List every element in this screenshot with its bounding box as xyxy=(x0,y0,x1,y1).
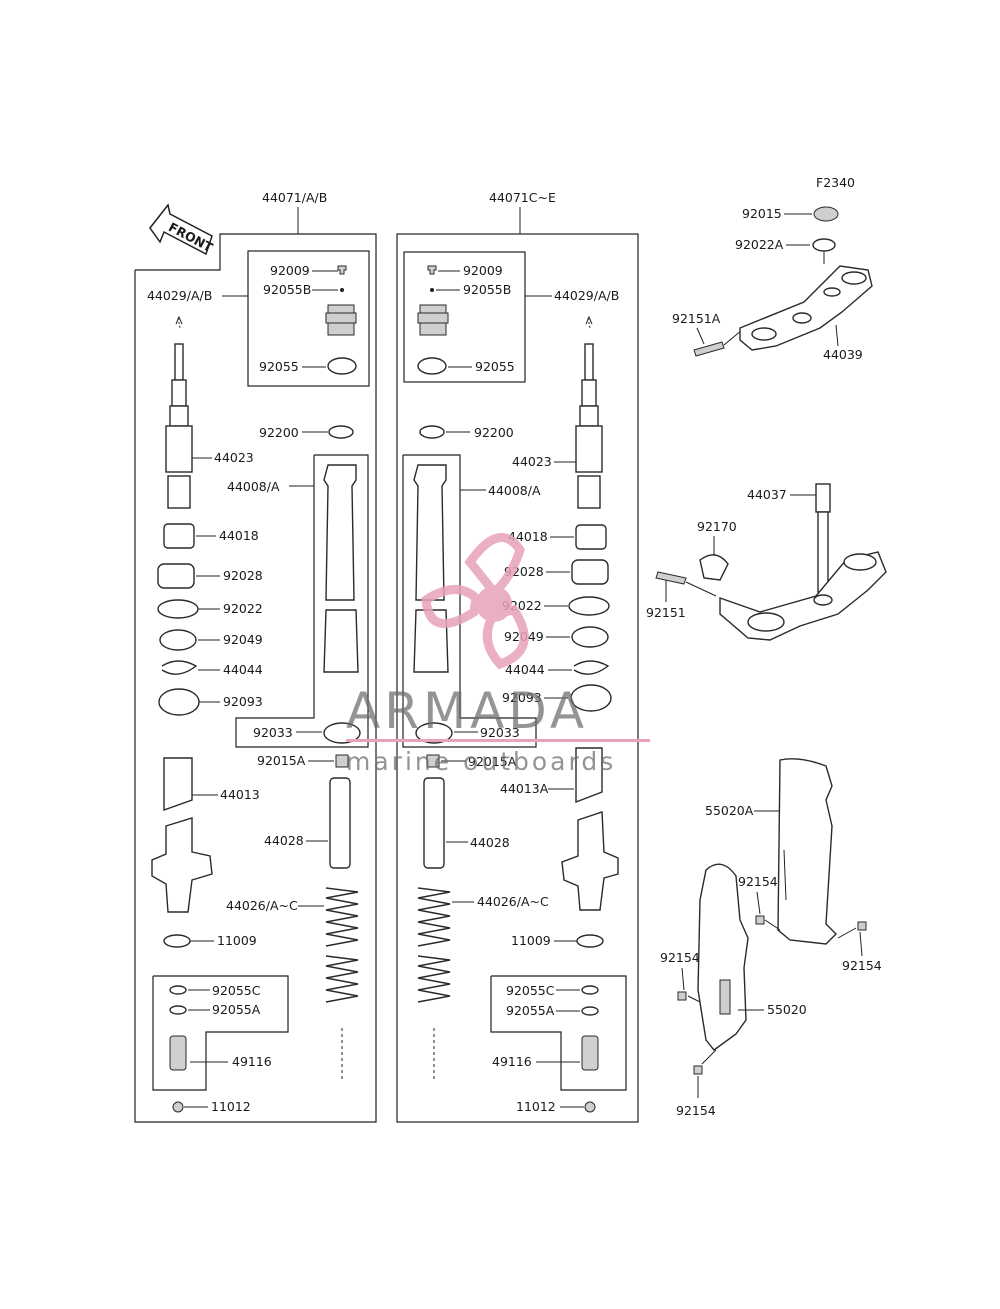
label-92055A-right: 92055A xyxy=(506,1003,555,1018)
assembly-label-right: 44071C~E xyxy=(489,190,556,205)
label-92055C-right: 92055C xyxy=(506,983,555,998)
watermark-brand: ARMADA xyxy=(346,682,588,740)
watermark-tagline: marine outboards xyxy=(346,747,616,776)
label-92154-b: 92154 xyxy=(842,958,882,973)
fork-guard-group: 55020A 92154 92154 92154 55020 92154 xyxy=(660,758,882,1118)
fork-guard-55020A xyxy=(777,758,837,945)
label-49116-right: 49116 xyxy=(492,1054,532,1069)
label-55020: 55020 xyxy=(767,1002,807,1017)
label-92015A-left: 92015A xyxy=(257,753,306,768)
inner-tube-left xyxy=(323,464,359,673)
fork-cap-bolt-left xyxy=(325,304,357,336)
label-44008-left: 44008/A xyxy=(227,479,280,494)
lower-triple-clamp xyxy=(719,551,887,641)
label-44037: 44037 xyxy=(747,487,787,502)
label-11009-right: 11009 xyxy=(511,933,551,948)
label-92022-left: 92022 xyxy=(223,601,263,616)
label-49116-left: 49116 xyxy=(232,1054,272,1069)
label-44028-right: 44028 xyxy=(470,835,510,850)
left-fork-assembly: 44071/A/B 92009 92055B 44029/A/B 92055 9… xyxy=(134,190,377,1123)
label-44013A-right: 44013A xyxy=(500,781,549,796)
label-92049-left: 92049 xyxy=(223,632,263,647)
label-92055-right: 92055 xyxy=(475,359,515,374)
label-92154-d: 92154 xyxy=(676,1103,716,1118)
lower-clamp-group: 44037 92170 92151 xyxy=(646,483,887,641)
label-92170: 92170 xyxy=(697,519,737,534)
label-44013-left: 44013 xyxy=(220,787,260,802)
label-92033-right: 92033 xyxy=(480,725,520,740)
label-92055B-left: 92055B xyxy=(263,282,311,297)
label-44018-right: 44018 xyxy=(508,529,548,544)
label-44008-right: 44008/A xyxy=(488,483,541,498)
fork-cap-bolt-right xyxy=(417,304,449,336)
upper-clamp-group: 92015 92022A 92151A 44039 xyxy=(672,206,873,362)
label-11012-right: 11012 xyxy=(516,1099,556,1114)
assembly-label-left: 44071/A/B xyxy=(262,190,327,205)
spring-right xyxy=(417,887,451,1003)
label-92009-left: 92009 xyxy=(270,263,310,278)
label-92009-right: 92009 xyxy=(463,263,503,278)
label-92022A: 92022A xyxy=(735,237,784,252)
label-92154-c: 92154 xyxy=(660,950,700,965)
label-92154-a: 92154 xyxy=(738,874,778,889)
label-44044-right: 44044 xyxy=(505,662,545,677)
figure-code: F2340 xyxy=(816,175,855,190)
label-11012-left: 11012 xyxy=(211,1099,251,1114)
fork-guard-55020 xyxy=(697,863,749,1051)
label-92015: 92015 xyxy=(742,206,782,221)
front-arrow-icon: FRONT xyxy=(149,203,216,255)
label-92015A-right: 92015A xyxy=(468,754,517,769)
label-92151: 92151 xyxy=(646,605,686,620)
label-44023-left: 44023 xyxy=(214,450,254,465)
steering-stem xyxy=(815,483,831,593)
label-44023-right: 44023 xyxy=(512,454,552,469)
label-92055C-left: 92055C xyxy=(212,983,261,998)
armada-watermark: ARMADA marine outboards xyxy=(346,533,650,776)
right-fork-assembly: 44071C~E 92009 92055B 44029/A/B 92055 92… xyxy=(396,190,639,1123)
label-92033-left: 92033 xyxy=(253,725,293,740)
label-92055-left: 92055 xyxy=(259,359,299,374)
label-92028-left: 92028 xyxy=(223,568,263,583)
label-92200-left: 92200 xyxy=(259,425,299,440)
label-55020A: 55020A xyxy=(705,803,754,818)
label-44044-left: 44044 xyxy=(223,662,263,677)
label-44026-left: 44026/A~C xyxy=(226,898,298,913)
inner-tube-right xyxy=(413,464,449,673)
outer-tube-right xyxy=(561,747,619,911)
upper-triple-clamp xyxy=(739,265,873,351)
label-44026-right: 44026/A~C xyxy=(477,894,549,909)
label-44028-left: 44028 xyxy=(264,833,304,848)
label-92200-right: 92200 xyxy=(474,425,514,440)
label-92093-left: 92093 xyxy=(223,694,263,709)
outer-tube-left xyxy=(151,757,213,913)
label-11009-left: 11009 xyxy=(217,933,257,948)
label-44029-left: 44029/A/B xyxy=(147,288,212,303)
spring-left xyxy=(325,887,359,1003)
label-92093-right: 92093 xyxy=(502,690,542,705)
label-44029-right: 44029/A/B xyxy=(554,288,619,303)
label-44039: 44039 xyxy=(823,347,863,362)
label-92055A-left: 92055A xyxy=(212,1002,261,1017)
label-92055B-right: 92055B xyxy=(463,282,511,297)
propeller-logo-icon xyxy=(421,533,529,670)
label-44018-left: 44018 xyxy=(219,528,259,543)
label-92151A: 92151A xyxy=(672,311,721,326)
